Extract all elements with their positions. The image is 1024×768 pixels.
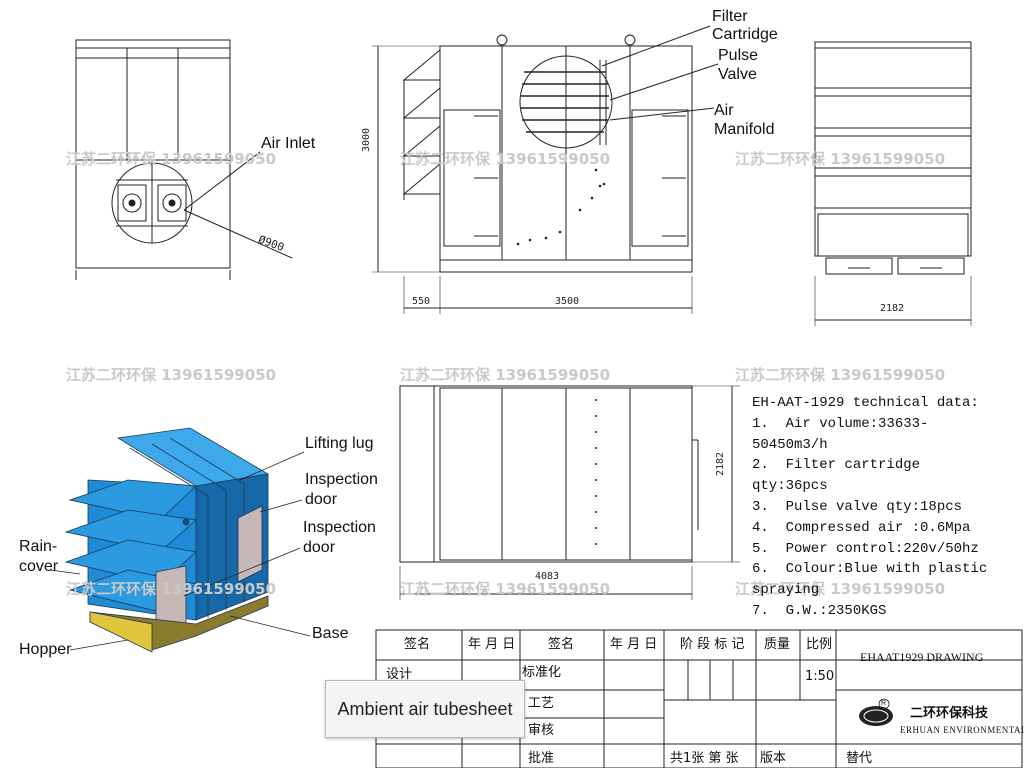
tb-drawing-name: EHAAT1929 DRAWING [860,650,984,664]
watermark: 江苏二环环保 13961599050 [400,580,611,598]
tb-row-approve: 批准 [528,751,555,766]
technical-data-line: 4. Compressed air :0.6Mpa [752,519,971,536]
technical-data-line: 6. Colour:Blue with plastic spraying [752,561,996,599]
side-view [372,25,719,314]
tb-replace: 替代 [846,751,873,766]
dim-plan-length: 4083 [535,571,560,582]
dim-side-width: 2182 [880,303,905,314]
dim-plan-width: 2182 [715,451,726,476]
callout-pulse-valve: Pulse Valve [718,47,759,83]
front-view [75,39,293,280]
tooltip: Ambient air tubesheet [325,680,525,738]
tb-row-process: 工艺 [528,696,555,711]
tb-header-date-2: 年 月 日 [610,637,658,652]
technical-data-line: 5. Power control:220v/50hz [752,540,979,557]
tb-version: 版本 [760,751,787,766]
callout-rain-cover: Rain-cover [19,538,59,575]
tb-header-stage-mark: 阶 段 标 记 [680,637,745,652]
technical-data-title: EH-AAT-1929 technical data: [752,395,979,411]
tb-row-review: 审核 [528,723,555,738]
callout-inspection-door-1: Inspection door [305,471,378,508]
technical-data-line: 7. G.W.:2350KGS [752,602,887,619]
dim-hopper-length: 550 [412,296,431,307]
tb-header-quality: 质量 [764,637,791,652]
tb-header-scale: 比例 [806,637,833,652]
technical-data-line: 1. Air volume:33633-50450m3/h [752,415,929,453]
company-logo [859,698,893,726]
tb-header-date-1: 年 月 日 [468,637,516,652]
tb-sheets: 共1张 第 张 [670,751,739,766]
dim-body-length: 3500 [555,296,580,307]
callout-lifting-lug: Lifting lug [305,435,374,452]
tb-scale-value: 1:50 [805,669,835,684]
technical-data-line: 2. Filter cartridge qty:36pcs [752,457,929,495]
watermark: 江苏二环环保 13961599050 [735,366,946,384]
callout-inspection-door-2: Inspection door [303,519,376,556]
watermark: 江苏二环环保 13961599050 [66,580,277,598]
tb-logo-mark: R [881,700,887,707]
machine-3d-render [64,427,270,653]
render-leaders [49,451,311,651]
callout-filter-cartridge: Filter Cartridge [712,8,778,43]
callout-air-manifold: Air Manifold [714,102,775,138]
filter-detail-circle [519,55,613,149]
watermark: 江苏二环环保 13961599050 [66,150,277,168]
watermark: 江苏二环环保 13961599050 [735,150,946,168]
end-view [814,41,972,326]
watermark: 江苏二环环保 13961599050 [400,366,611,384]
tb-row-standardization: 标准化 [522,665,562,680]
callout-air-inlet: Air Inlet [261,135,316,152]
watermark: 江苏二环环保 13961599050 [735,580,946,598]
tb-header-sign-1: 签名 [404,637,431,652]
technical-data-block: EH-AAT-1929 technical data: 1. Air volum… [752,393,996,622]
plan-view [399,385,740,600]
tb-row-design: 设计 [386,667,413,682]
technical-data-line: 3. Pulse valve qty:18pcs [752,498,963,515]
tb-header-sign-2: 签名 [548,637,575,652]
callout-base: Base [312,625,349,642]
dim-height: 3000 [361,127,372,152]
watermark: 江苏二环环保 13961599050 [66,366,277,384]
callout-hopper: Hopper [19,641,72,658]
watermark: 江苏二环环保 13961599050 [400,150,611,168]
tb-company-cn: 二环环保科技 [910,706,989,721]
tb-company-en: ERHUAN ENVIRONMENTAL [900,725,1024,735]
